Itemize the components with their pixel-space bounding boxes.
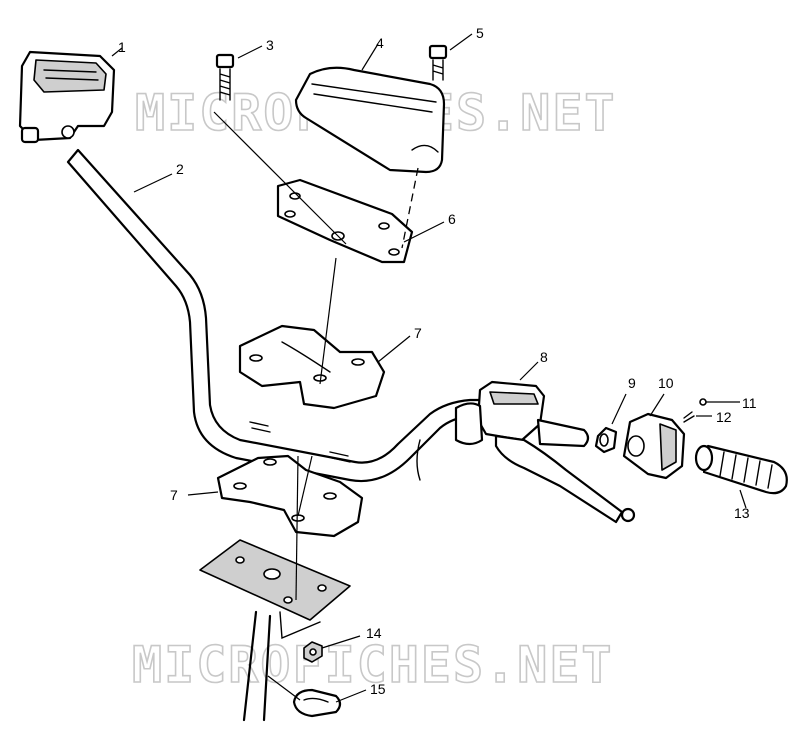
callout-10: 10 [658,375,674,391]
callout-1: 1 [118,39,126,55]
callout-7-upper: 7 [414,325,422,341]
part-5-bolt [428,44,448,81]
part-3-bolt [215,53,235,101]
callout-5: 5 [476,25,484,41]
part-8-master-cylinder [454,380,636,524]
part-7-upper-clamp [238,324,386,410]
part-9-bushing [594,426,618,454]
part-4-handlebar-pad [294,66,446,174]
callout-9: 9 [628,375,636,391]
part-2-handlebar [66,148,482,483]
callouts: 1 2 3 4 5 6 7 7 8 9 10 11 12 13 14 15 [118,25,757,697]
watermark-bottom: MICROFICHES.NET [132,636,614,694]
callout-7-lower: 7 [170,487,178,503]
callout-2: 2 [176,161,184,177]
part-13-grip [694,444,788,495]
callout-3: 3 [266,37,274,53]
leader-lines [111,33,747,703]
callout-4: 4 [376,35,384,51]
part-15-clip [292,688,342,718]
callout-13: 13 [734,505,750,521]
part-14-nut [303,641,323,663]
part-10-switch-housing [622,412,686,480]
callout-8: 8 [540,349,548,365]
callout-11: 11 [742,395,757,411]
part-6-upper-clamp-plate [276,178,414,264]
mounting-plate-and-post [199,539,351,722]
part-1-throttle-housing [18,50,116,144]
callout-12: 12 [716,409,732,425]
part-7-lower-clamp [216,454,364,538]
callout-6: 6 [448,211,456,227]
part-12-screw [683,411,695,423]
callout-14: 14 [366,625,382,641]
callout-15: 15 [370,681,386,697]
part-11-pin [699,398,707,406]
alignment-line-bolt-5 [401,167,419,249]
